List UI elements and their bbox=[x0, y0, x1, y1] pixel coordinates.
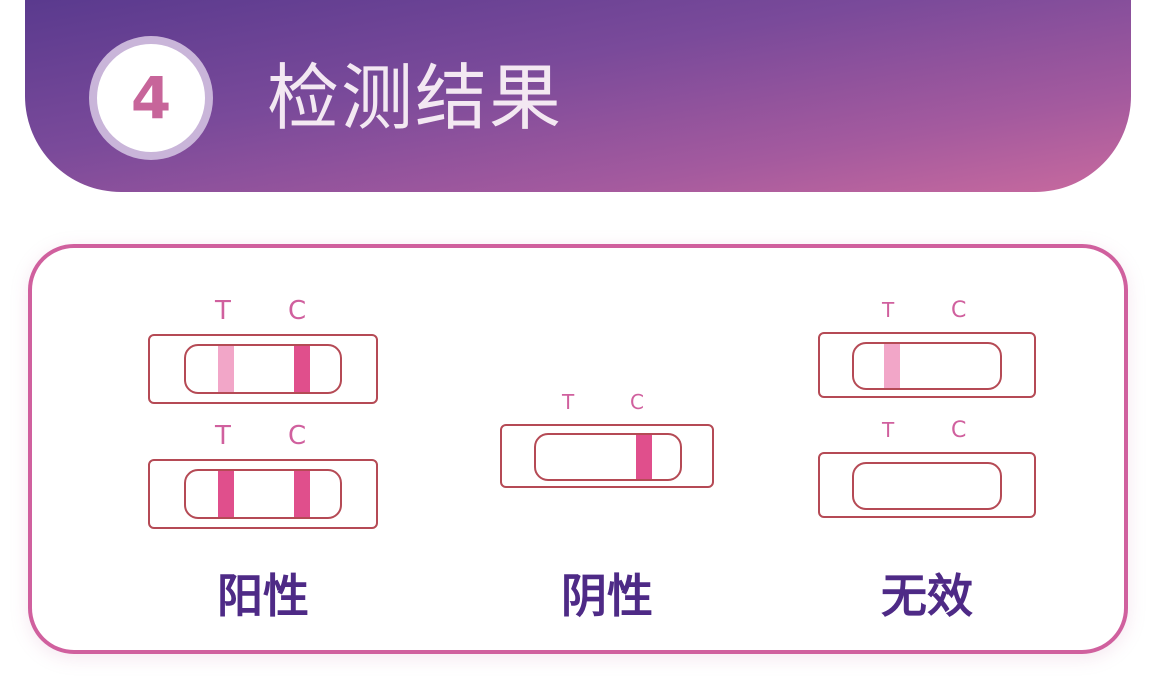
page-title: 检测结果 bbox=[267, 56, 564, 140]
control-line-band bbox=[636, 435, 652, 479]
test-line-label: T bbox=[882, 418, 895, 442]
control-line-label: C bbox=[288, 421, 307, 451]
result-window bbox=[852, 342, 1002, 390]
result-label-invalid: 无效 bbox=[881, 569, 973, 623]
step-badge: 4 bbox=[89, 36, 213, 160]
control-line-label: C bbox=[951, 418, 967, 443]
test-strip-positive-strong bbox=[148, 459, 378, 529]
test-line-label: T bbox=[215, 296, 231, 326]
test-line-band bbox=[218, 346, 234, 392]
step-number: 4 bbox=[97, 44, 205, 152]
result-label-positive: 阳性 bbox=[217, 569, 309, 623]
test-line-label: T bbox=[215, 421, 231, 451]
test-line-label: T bbox=[562, 390, 575, 414]
result-window bbox=[852, 462, 1002, 510]
result-label-negative: 阴性 bbox=[561, 569, 653, 623]
result-window bbox=[184, 469, 342, 519]
control-line-label: C bbox=[951, 298, 967, 323]
control-line-band bbox=[294, 346, 310, 392]
test-strip-invalid-blank bbox=[818, 452, 1036, 518]
result-window bbox=[184, 344, 342, 394]
header-banner: 4 检测结果 bbox=[25, 0, 1131, 192]
test-line-band bbox=[218, 471, 234, 517]
control-line-label: C bbox=[630, 390, 644, 414]
test-strip-invalid-t-only bbox=[818, 332, 1036, 398]
control-line-label: C bbox=[288, 296, 307, 326]
test-line-label: T bbox=[882, 298, 895, 322]
test-strip-negative bbox=[500, 424, 714, 488]
control-line-band bbox=[294, 471, 310, 517]
test-line-band bbox=[884, 344, 900, 388]
test-strip-positive-weak bbox=[148, 334, 378, 404]
result-window bbox=[534, 433, 682, 481]
